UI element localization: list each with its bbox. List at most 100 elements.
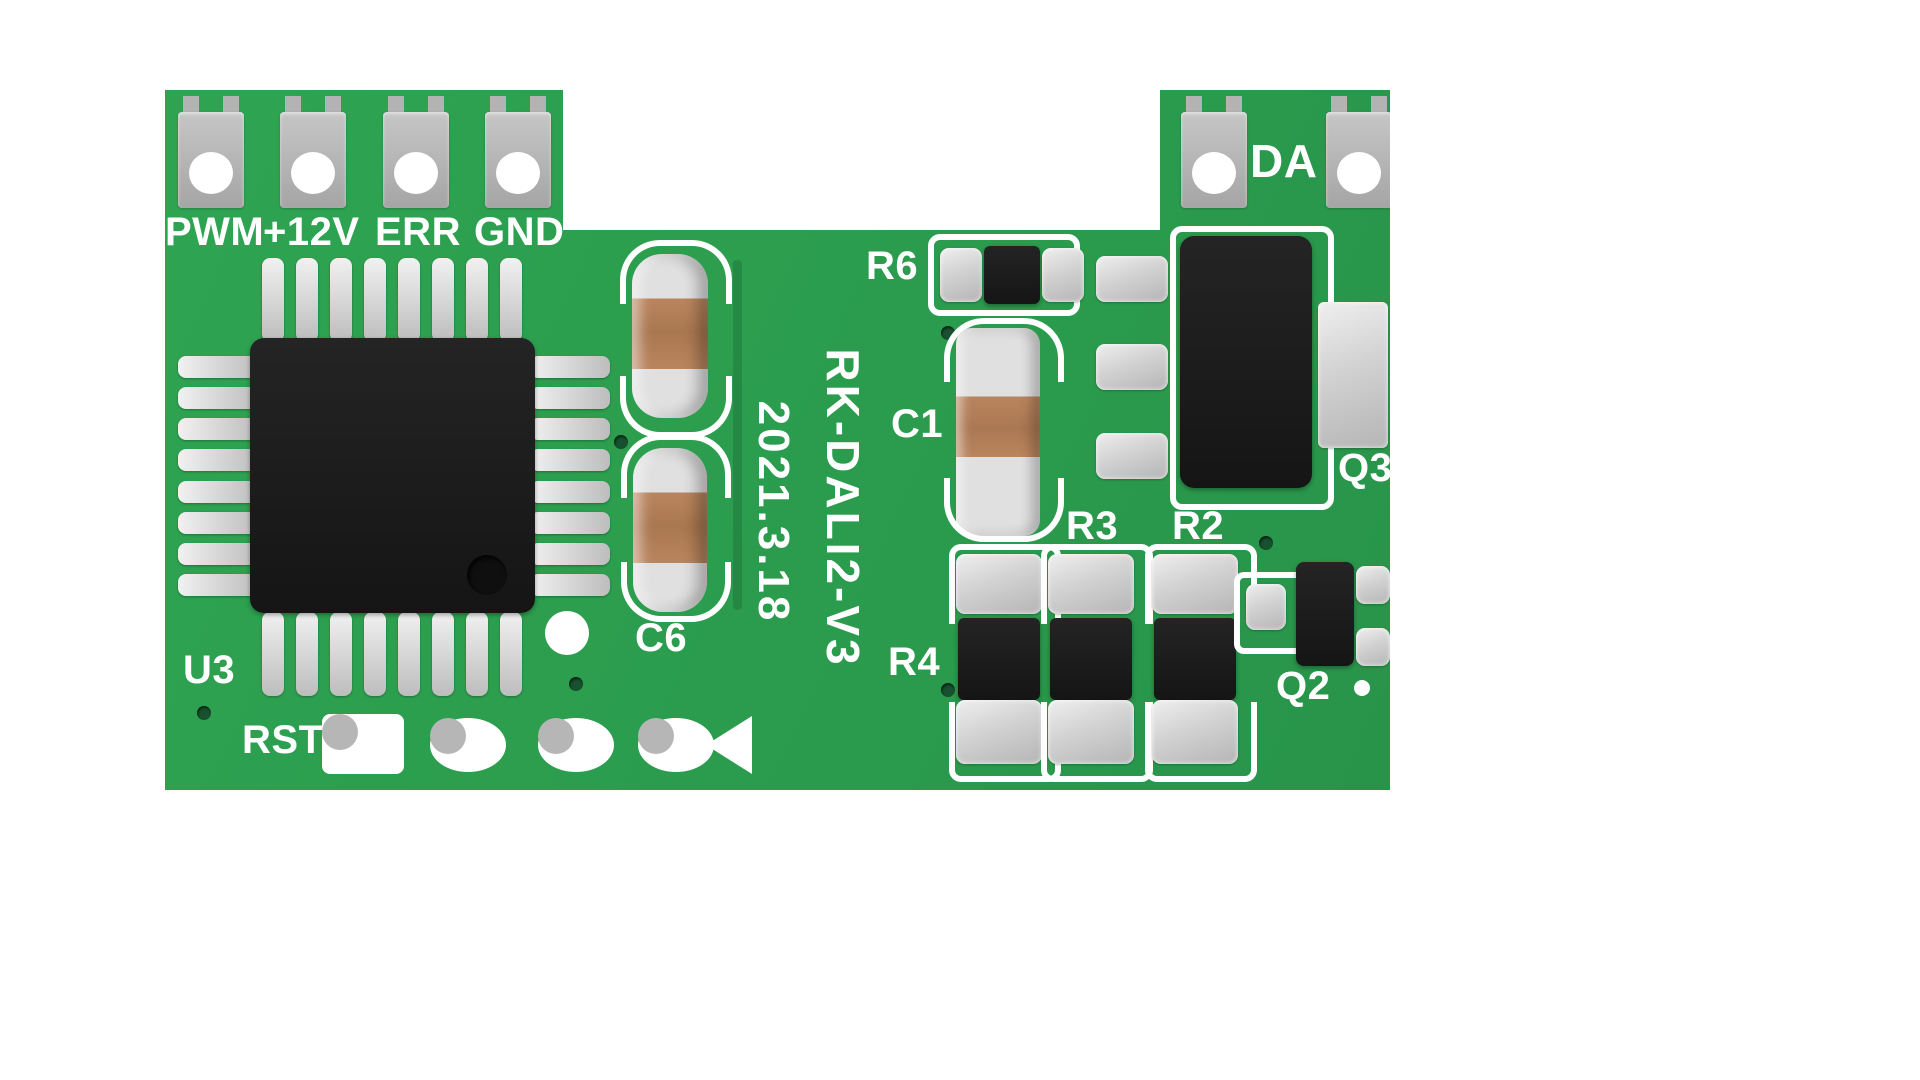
label-c1: C1 bbox=[891, 402, 944, 446]
chip-pin bbox=[530, 449, 610, 472]
chip-pin bbox=[530, 511, 610, 534]
q2-body bbox=[1296, 562, 1354, 666]
chip-pin bbox=[296, 612, 318, 696]
resistor-r4-pad-top bbox=[956, 554, 1042, 614]
label-gnd: GND bbox=[474, 210, 565, 254]
connector-err bbox=[383, 96, 449, 208]
via bbox=[941, 683, 955, 697]
chip-pin bbox=[398, 612, 420, 696]
chip-pin bbox=[530, 418, 610, 441]
pad-oval-3 bbox=[638, 718, 714, 772]
chip-pin bbox=[262, 258, 284, 342]
pad-oval-2 bbox=[538, 718, 614, 772]
rst-hole bbox=[322, 714, 358, 750]
chip-u3-pins-bottom bbox=[262, 612, 522, 696]
chip-u3-pins-right bbox=[530, 356, 610, 596]
resistor-r6-body bbox=[984, 246, 1040, 304]
label-pwm: PWM bbox=[165, 210, 265, 254]
q3-pad-3 bbox=[1096, 433, 1168, 479]
chip-pin bbox=[530, 387, 610, 410]
q2-pad-right-1 bbox=[1356, 566, 1390, 604]
resistor-r6-pad-left bbox=[940, 248, 982, 302]
silkscreen-bracket bbox=[944, 318, 1064, 382]
chip-pin bbox=[432, 612, 454, 696]
label-err: ERR bbox=[375, 210, 461, 254]
silkscreen-bracket bbox=[620, 240, 732, 304]
chip-pin bbox=[178, 449, 258, 472]
silkscreen-bracket bbox=[621, 434, 731, 498]
q2-pad-right-2 bbox=[1356, 628, 1390, 666]
chip-pin bbox=[530, 356, 610, 378]
via bbox=[197, 706, 211, 720]
connector-da-1 bbox=[1181, 96, 1247, 208]
chip-pin bbox=[178, 573, 258, 596]
q3-body bbox=[1180, 236, 1312, 488]
label-da: DA bbox=[1250, 135, 1318, 187]
chip-pin bbox=[178, 511, 258, 534]
via bbox=[1259, 536, 1273, 550]
chip-pin bbox=[262, 612, 284, 696]
arrow-triangle bbox=[706, 716, 752, 774]
q3-pad-1 bbox=[1096, 256, 1168, 302]
connector-12v bbox=[280, 96, 346, 208]
via bbox=[569, 677, 583, 691]
resistor-r3-body bbox=[1050, 618, 1132, 700]
label-r4: R4 bbox=[888, 640, 941, 684]
resistor-r3-silk-bottom bbox=[1041, 702, 1153, 782]
chip-pin bbox=[500, 258, 522, 342]
chip-pin bbox=[398, 258, 420, 342]
chip-dimple bbox=[467, 555, 507, 595]
connector-hole bbox=[496, 152, 540, 194]
pad-oval-1 bbox=[430, 718, 506, 772]
chip-pin bbox=[178, 356, 258, 378]
chip-pin bbox=[466, 258, 488, 342]
pad-hole bbox=[638, 718, 674, 754]
chip-pin bbox=[330, 612, 352, 696]
connector-hole bbox=[1192, 152, 1236, 194]
chip-pin bbox=[432, 258, 454, 342]
silkscreen-bracket bbox=[621, 562, 731, 622]
chip-pin bbox=[530, 542, 610, 565]
silkscreen-bracket bbox=[944, 478, 1064, 542]
connector-hole bbox=[1337, 152, 1381, 194]
pcb-board: PWM +12V ERR GND DA bbox=[165, 90, 1390, 790]
resistor-r2-silk-bottom bbox=[1145, 702, 1257, 782]
chip-pin bbox=[500, 612, 522, 696]
test-point bbox=[545, 611, 589, 655]
via bbox=[614, 435, 628, 449]
board-model-text: RK-DALI2-V3 bbox=[817, 348, 869, 668]
resistor-r2-body bbox=[1154, 618, 1236, 700]
label-q2: Q2 bbox=[1276, 664, 1331, 708]
pad-hole bbox=[430, 718, 466, 754]
label-r6: R6 bbox=[866, 244, 919, 288]
resistor-r6-pad-right bbox=[1042, 248, 1084, 302]
label-r3: R3 bbox=[1066, 504, 1119, 548]
chip-pin bbox=[530, 573, 610, 596]
resistor-r4-body bbox=[958, 618, 1040, 700]
connector-hole bbox=[291, 152, 335, 194]
chip-u3-pins-left bbox=[178, 356, 258, 596]
connector-da-2 bbox=[1326, 96, 1390, 208]
chip-pin bbox=[466, 612, 488, 696]
board-date-text: 2021.3.18 bbox=[749, 400, 798, 624]
trace bbox=[733, 260, 742, 610]
chip-pin bbox=[178, 480, 258, 503]
q3-pad-2 bbox=[1096, 344, 1168, 390]
chip-pin bbox=[178, 542, 258, 565]
label-12v: +12V bbox=[263, 210, 360, 254]
resistor-r2-pad-bottom bbox=[1152, 700, 1238, 764]
chip-pin bbox=[530, 480, 610, 503]
chip-pin bbox=[178, 418, 258, 441]
q2-via bbox=[1354, 680, 1370, 696]
label-u3: U3 bbox=[183, 648, 236, 692]
silkscreen-bracket bbox=[620, 376, 732, 438]
chip-pin bbox=[296, 258, 318, 342]
label-c6: C6 bbox=[635, 616, 688, 660]
chip-pin bbox=[330, 258, 352, 342]
q2-pad bbox=[1246, 584, 1286, 630]
label-r2: R2 bbox=[1172, 504, 1225, 548]
resistor-r3-pad-bottom bbox=[1048, 700, 1134, 764]
resistor-r4-pad-bottom bbox=[956, 700, 1042, 764]
chip-u3-pins-top bbox=[262, 258, 522, 342]
